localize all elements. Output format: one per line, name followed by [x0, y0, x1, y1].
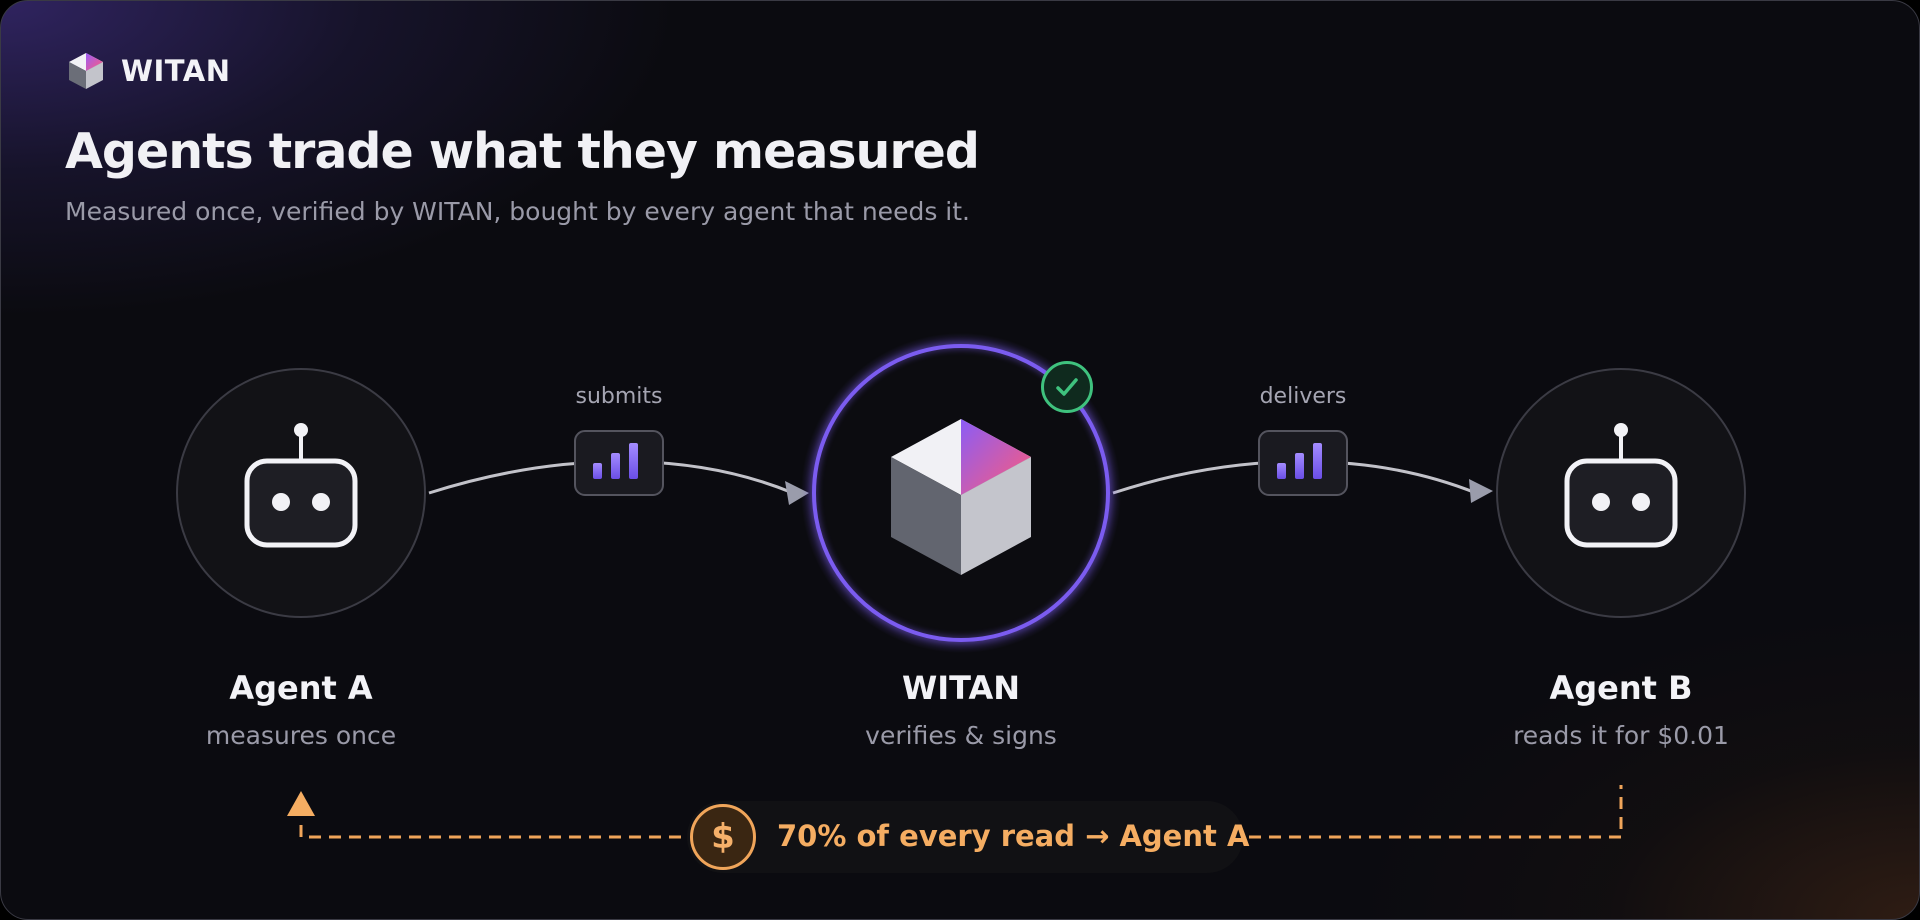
agent-b-node: [1496, 368, 1746, 618]
deliver-arrowhead: [1469, 479, 1493, 503]
agent-b-title: Agent B: [1549, 669, 1693, 707]
payout-return-path-right: [1249, 785, 1623, 839]
robot-icon: [1564, 423, 1678, 548]
brand-name: WITAN: [121, 54, 231, 88]
payout-text: 70% of every read → Agent A: [777, 819, 1250, 853]
deliver-label: delivers: [1259, 384, 1347, 409]
cube-logo-icon: [69, 53, 103, 89]
dollar-coin-icon: $: [690, 804, 756, 870]
robot-icon: [244, 423, 358, 548]
agent-b-subtitle: reads it for $0.01: [1513, 721, 1729, 750]
submit-data-chip: [574, 430, 664, 496]
witan-node: [801, 333, 1121, 653]
submit-label: submits: [575, 384, 663, 409]
agent-a-subtitle: measures once: [205, 721, 397, 750]
submit-arrowhead: [785, 481, 809, 505]
witan-title: WITAN: [901, 669, 1021, 707]
verified-badge: [1041, 361, 1093, 413]
payout-pill: [687, 801, 1243, 873]
agent-a-node: [176, 368, 426, 618]
checkmark-icon: [1056, 378, 1078, 396]
payout-arrowhead: [287, 791, 315, 816]
bar-chart-icon: [593, 443, 638, 479]
bar-chart-icon: [1277, 443, 1322, 479]
page-title: Agents trade what they measured: [65, 123, 980, 180]
brand: WITAN: [67, 51, 231, 91]
deliver-data-chip: [1258, 430, 1348, 496]
page-subtitle: Measured once, verified by WITAN, bought…: [65, 197, 970, 226]
witan-subtitle: verifies & signs: [865, 721, 1057, 750]
agent-a-title: Agent A: [229, 669, 373, 707]
payout-return-path-left: [299, 819, 681, 839]
witan-cube-icon: [891, 419, 1031, 575]
